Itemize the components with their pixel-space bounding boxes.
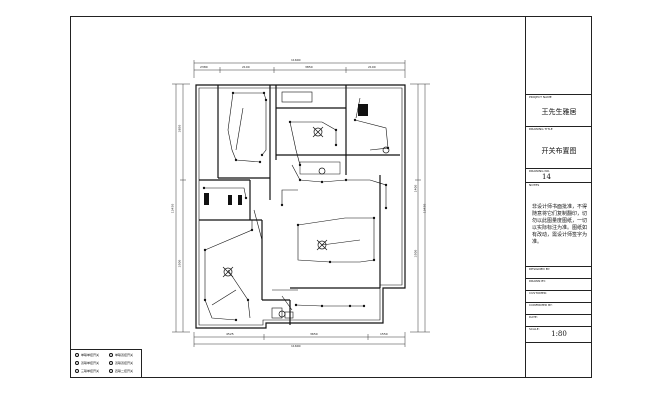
dim-bottom-segment: 3650: [310, 332, 318, 336]
walls: [195, 84, 406, 329]
title-block-divider: [526, 126, 592, 127]
dim-top-total: 11600: [291, 58, 301, 62]
single-gang-switch-icon: [75, 353, 79, 357]
dim-top-segment: 2100: [242, 65, 250, 69]
double-two-way-switch-icon: [109, 361, 113, 365]
ceiling-light-hall: [318, 167, 326, 175]
title-block-divider: [526, 326, 592, 327]
title-block-divider: [526, 314, 592, 315]
drawing-no-label: DRAWING NO.: [529, 169, 550, 173]
drawing-title-label: DRAWING TITLE: [529, 127, 553, 131]
ceiling-light-right: [382, 146, 390, 154]
notes-label: NOTES: [529, 183, 540, 187]
dim-bottom-total: 11600: [291, 344, 301, 348]
triple-gang-switch-icon: [75, 369, 79, 373]
legend-item: 单联双控开关: [115, 353, 134, 357]
drawn-by-label: DRAWN BY:: [529, 279, 546, 283]
confirmed-by-label: CONFIRMED BY:: [529, 303, 553, 307]
title-block-divider: [526, 182, 592, 183]
title-block-divider: [526, 168, 592, 169]
dim-top-segment: 2100: [368, 65, 376, 69]
two-way-switch-icon: [109, 353, 113, 357]
title-block-divider: [526, 342, 592, 343]
light-fixtures: [222, 126, 390, 318]
ceiling-light-bathroom: [312, 126, 324, 138]
sheet-border: [70, 16, 592, 378]
dim-bottom-segment: 1550: [380, 332, 388, 336]
scale-value: 1:80: [551, 330, 567, 338]
project-name-label: PROJECT NAME: [529, 95, 552, 99]
dim-top-segment: 2380: [200, 65, 208, 69]
date-label: DATE:: [529, 315, 538, 319]
dim-top-segment: 3850: [305, 65, 313, 69]
customer-label: CUSTOMER:: [529, 291, 547, 295]
drawing-no: 14: [542, 173, 551, 181]
designed-by-label: DESIGNED BY:: [529, 267, 551, 271]
title-block-divider: [526, 290, 592, 291]
title-block-divider: [526, 94, 592, 95]
switch-legend: 单联单控开关 双联单控开关 三联单控开关 单联双控开关 双联双控开关 四联二控开…: [70, 349, 142, 378]
drawing-title: 开关布置图: [541, 147, 577, 155]
fixtures: [204, 91, 368, 319]
legend-item: 双联单控开关: [81, 361, 100, 365]
double-gang-switch-icon: [75, 361, 79, 365]
quad-switch-icon: [109, 369, 113, 373]
title-block-divider: [526, 278, 592, 279]
ceiling-light-living: [316, 239, 328, 251]
notes-text: 非设计师书面批准，不得随意将它们复制翻印，切勿以此图量度图纸，一切以实际标注为准…: [532, 204, 588, 245]
legend-item: 四联二控开关: [115, 369, 134, 373]
dim-bottom-segment: 4525: [226, 332, 234, 336]
legend-item: 三联单控开关: [81, 369, 100, 373]
switch-points: [202, 91, 390, 322]
scale-label: SCALE:: [529, 327, 540, 331]
ceiling-light-left-bedroom: [222, 266, 234, 278]
title-block: PROJECT NAME 王先生雅居 DRAWING TITLE 开关布置图 D…: [525, 16, 592, 378]
legend-item: 单联单控开关: [81, 353, 100, 357]
project-name: 王先生雅居: [541, 108, 577, 116]
title-block-divider: [526, 302, 592, 303]
title-block-divider: [526, 266, 592, 267]
legend-item: 双联双控开关: [115, 361, 134, 365]
dimension-lines: [172, 60, 430, 347]
